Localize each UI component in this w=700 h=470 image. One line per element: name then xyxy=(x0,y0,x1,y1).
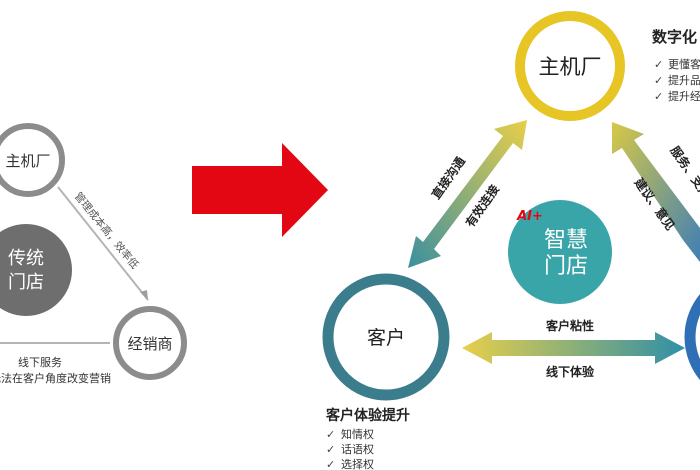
smart-top-node-label: 主机厂 xyxy=(539,55,602,79)
top-info-item-3: 提升经 xyxy=(668,90,700,103)
top-info-item-1-check-icon: ✓ xyxy=(654,58,663,71)
smart-center-line1: 智慧 xyxy=(544,228,588,253)
top-info-item-3-check-icon: ✓ xyxy=(654,90,663,103)
edge-top-right-arrowhead xyxy=(140,290,148,300)
top-info-item-1: 更懂客 xyxy=(668,57,700,71)
transition-arrow-icon xyxy=(192,143,328,237)
left-double-arrow xyxy=(408,120,527,268)
bottom-info-item-2-check-icon: ✓ xyxy=(326,443,335,456)
smart-top-node xyxy=(515,11,625,121)
traditional-center-line1: 传统 xyxy=(8,248,44,269)
bottom-info-item-3-check-icon: ✓ xyxy=(326,458,335,470)
smart-center-badge: AI+ xyxy=(516,209,543,224)
traditional-right-node-label: 经销商 xyxy=(127,335,172,353)
smart-left-node-label: 客户 xyxy=(367,327,405,349)
bottom-info-item-3: 选择权 xyxy=(341,457,374,470)
traditional-center-node xyxy=(0,224,72,316)
bottom-info-item-1: 知情权 xyxy=(341,427,374,441)
traditional-edge-right-label: 管理成本高，效率低 xyxy=(72,190,142,272)
traditional-right-node xyxy=(113,306,187,380)
traditional-top-node-label: 主机厂 xyxy=(5,152,50,170)
edge-top-right xyxy=(57,186,149,301)
top-info-title: 数字化 xyxy=(652,28,697,46)
traditional-bottom-line2: 无法在客户角度改变营销 xyxy=(0,371,111,385)
bottom-info-item-2: 话语权 xyxy=(341,443,374,456)
smart-center-node xyxy=(508,200,612,304)
bottom-info-item-1-check-icon: ✓ xyxy=(326,428,335,441)
top-info-item-2: 提升品 xyxy=(668,74,700,87)
traditional-bottom-line1: 线下服务 xyxy=(18,355,62,369)
smart-right-node xyxy=(684,293,700,381)
smart-model: 主机厂 AI+ 智慧 门店 客户 直接沟通 有效连接 服务、支持 建议、意见 客… xyxy=(322,11,700,470)
top-info-item-2-check-icon: ✓ xyxy=(654,74,663,87)
right-double-arrow xyxy=(612,122,700,262)
smart-left-node xyxy=(322,273,450,401)
traditional-model: 主机厂 传统 门店 经销商 管理成本高，效率低 线下服务 无法在客户角度改变营销 xyxy=(0,123,187,385)
traditional-center-line2: 门店 xyxy=(8,272,44,293)
bottom-info-title: 客户体验提升 xyxy=(325,407,410,424)
bottom-arrow-top-label: 客户粘性 xyxy=(545,318,594,333)
smart-center-line2: 门店 xyxy=(544,254,588,279)
bottom-arrow-bottom-label: 线下体验 xyxy=(546,364,595,379)
bottom-double-arrow xyxy=(462,332,685,364)
traditional-top-node xyxy=(0,123,65,197)
